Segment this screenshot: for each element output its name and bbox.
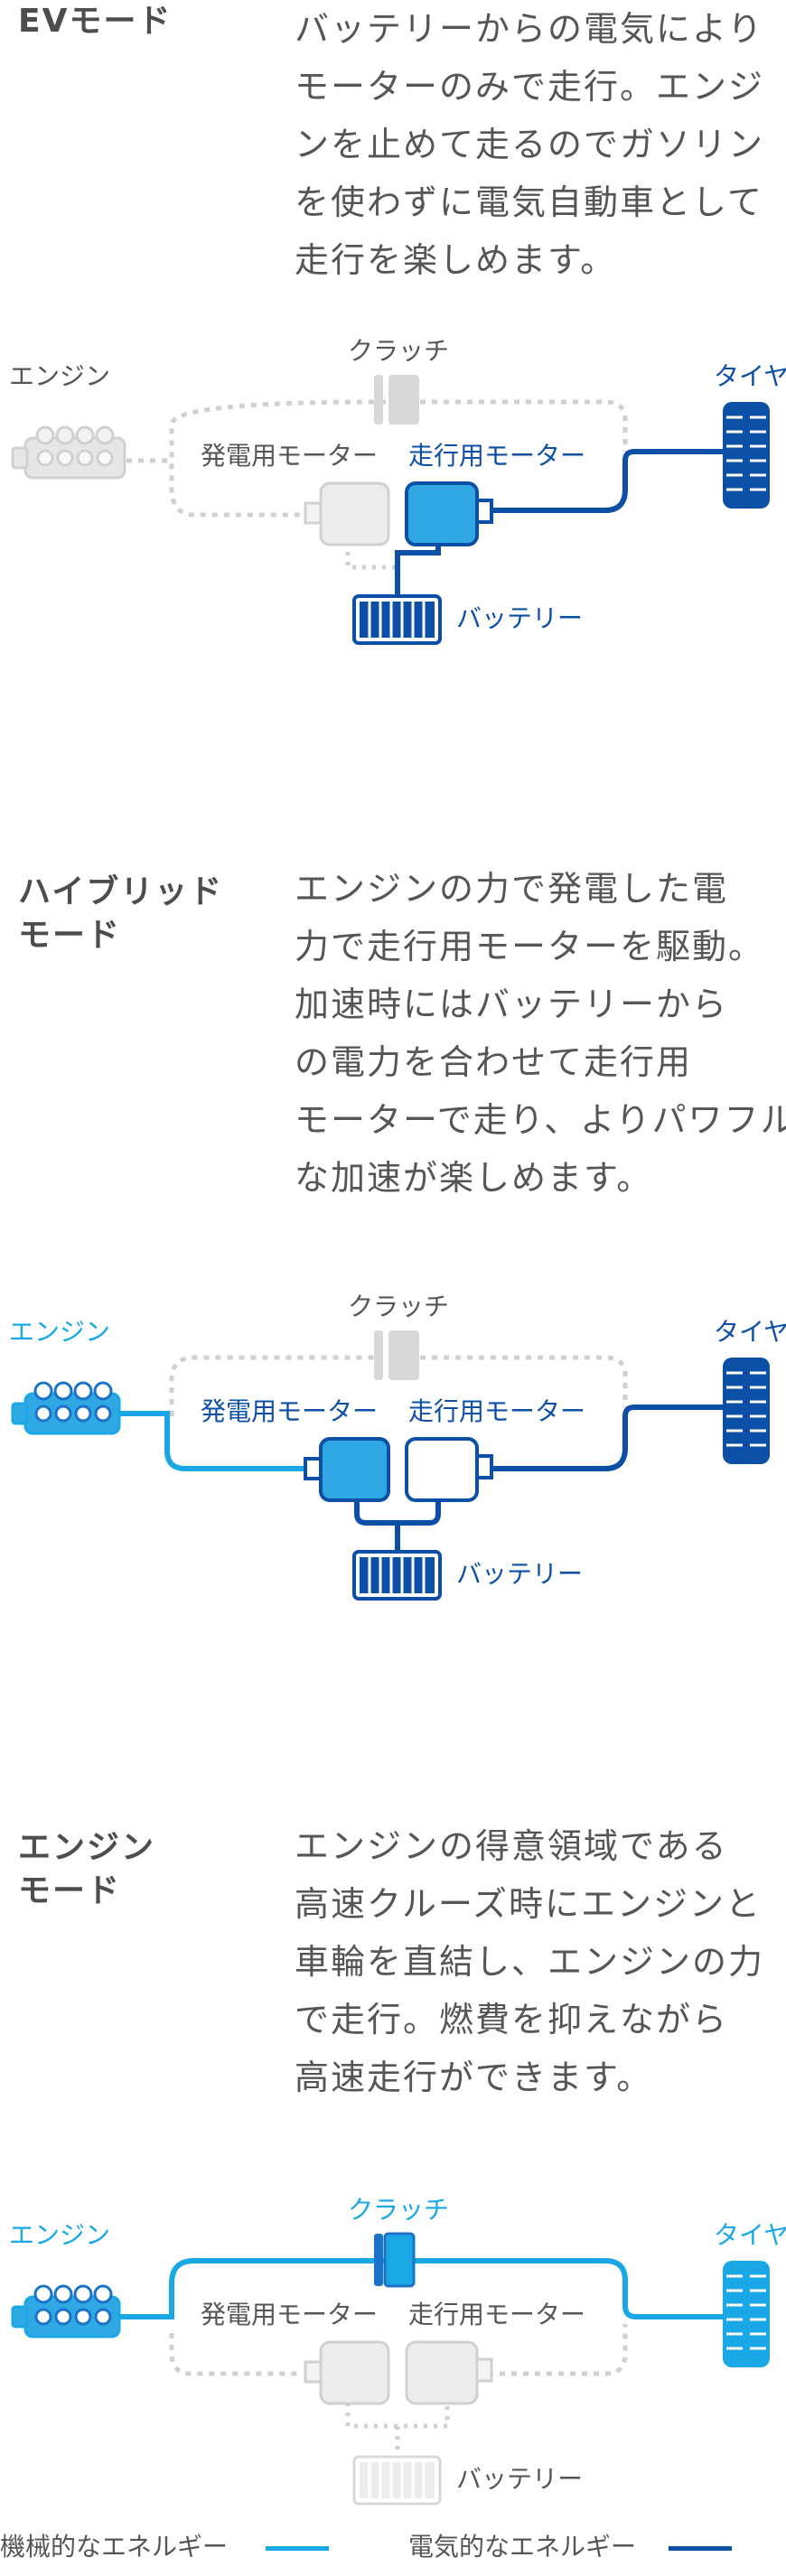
- generator-motor-icon: [304, 481, 390, 546]
- electric-path: [354, 1499, 441, 1526]
- inactive-path: [408, 1355, 628, 1407]
- inactive-path: [345, 2403, 450, 2429]
- description-line: エンジンの力で発電した電: [295, 869, 729, 909]
- mode-description: エンジンの得意領域である 高速クルーズ時にエンジンと 車輪を直結し、エンジンの力…: [295, 1817, 773, 2106]
- battery-label: バッテリー: [456, 1559, 584, 1589]
- description-line: を使わずに電気自動車として: [295, 182, 763, 222]
- mode-title-line: モード: [18, 1872, 122, 1909]
- legend-mechanical-swatch: [266, 2546, 329, 2551]
- legend-electric-label: 電気的なエネルギー: [408, 2532, 637, 2562]
- mode-title: エンジン モード: [18, 1826, 155, 1913]
- engine-mode-diagram: エンジン クラッチ タイヤ 発電用モーター 走行用モーター バッテリー: [0, 2193, 786, 2518]
- clutch-label: クラッチ: [348, 336, 450, 366]
- mechanical-path: [117, 1411, 316, 1471]
- drive-motor-icon: [405, 2340, 493, 2405]
- description-line: 力で走行用モーターを駆動。: [295, 927, 765, 966]
- description-line: 車輪を直結し、エンジンの力: [295, 1942, 765, 1982]
- engine-label: エンジン: [9, 1317, 111, 1347]
- tire-label: タイヤ: [714, 1317, 786, 1347]
- electric-path: [488, 449, 723, 513]
- description-line: バッテリーからの電気により: [295, 9, 764, 49]
- clutch-plate: [383, 2232, 416, 2288]
- tire-label: タイヤ: [714, 361, 786, 391]
- description-line: 走行を楽しめます。: [295, 240, 617, 280]
- tire-label: タイヤ: [714, 2220, 786, 2250]
- ev-powertrain-diagram: [11, 375, 770, 645]
- description-line: モーターのみで走行。エンジ: [295, 67, 765, 107]
- clutch-label: クラッチ: [348, 2195, 450, 2225]
- inactive-path: [408, 399, 628, 452]
- drive-motor-icon: [405, 1437, 493, 1502]
- description-line: ンを止めて走るのでガソリン: [295, 125, 765, 164]
- inactive-path: [169, 399, 398, 518]
- battery-icon: [352, 2455, 442, 2506]
- drive-motor-icon: [405, 481, 493, 546]
- engine-label: エンジン: [9, 361, 111, 391]
- clutch-plate: [374, 1330, 383, 1380]
- clutch-plate: [374, 2234, 383, 2286]
- generator-label: 発電用モーター: [201, 441, 379, 471]
- clutch-plate: [374, 375, 383, 425]
- description-line: モーターで走り、よりパワフル: [295, 1100, 786, 1140]
- description-line: な加速が楽しめます。: [295, 1158, 653, 1198]
- drive-motor-label: 走行用モーター: [408, 441, 586, 471]
- engine-label: エンジン: [9, 2220, 111, 2250]
- description-line: 高速走行ができます。: [295, 2058, 653, 2097]
- mode-title-line: EVモード: [18, 3, 173, 40]
- drive-motor-label: 走行用モーター: [408, 2300, 586, 2329]
- mode-title-line: ハイブリッド: [18, 873, 224, 910]
- ev-mode-diagram: エンジン クラッチ タイヤ 発電用モーター 走行用モーター バッテリー: [0, 334, 786, 659]
- mode-description: エンジンの力で発電した電 力で走行用モーターを駆動。 加速時にはバッテリーから …: [295, 860, 786, 1207]
- battery-icon: [352, 594, 442, 645]
- engine-icon: [11, 425, 126, 480]
- clutch-plate: [388, 375, 419, 425]
- tire-icon: [723, 1358, 770, 1464]
- generator-label: 発電用モーター: [201, 2300, 379, 2329]
- description-line: エンジンの得意領域である: [295, 1826, 728, 1866]
- mode-title: ハイブリッド モード: [18, 871, 223, 957]
- hybrid-mode-diagram: エンジン クラッチ タイヤ 発電用モーター 走行用モーター バッテリー: [0, 1290, 786, 1615]
- mode-title: EVモード: [18, 0, 172, 43]
- description-line: 加速時にはバッテリーから: [295, 985, 729, 1024]
- mode-title-line: モード: [18, 917, 122, 954]
- generator-motor-icon: [304, 2340, 390, 2405]
- description-line: で走行。燃費を抑えながら: [295, 2000, 729, 2039]
- clutch-label: クラッチ: [348, 1292, 450, 1321]
- battery-label: バッテリー: [456, 603, 584, 633]
- hybrid-powertrain-diagram: [11, 1330, 770, 1601]
- legend-mechanical-label: 機械的なエネルギー: [0, 2532, 229, 2562]
- inactive-path: [169, 2333, 303, 2376]
- generator-label: 発電用モーター: [201, 1396, 379, 1426]
- description-line: 高速クルーズ時にエンジンと: [295, 1884, 762, 1924]
- engine-icon: [11, 1381, 121, 1435]
- inactive-path: [169, 1355, 379, 1416]
- tire-icon: [723, 402, 770, 509]
- mode-description: バッテリーからの電気により モーターのみで走行。エンジ ンを止めて走るのでガソリ…: [295, 0, 773, 289]
- battery-label: バッテリー: [456, 2464, 584, 2494]
- electric-path: [488, 1405, 723, 1471]
- mode-title-line: エンジン: [18, 1829, 156, 1866]
- energy-legend: 機械的なエネルギー 電気的なエネルギー: [0, 2531, 786, 2567]
- legend-electric-swatch: [669, 2546, 732, 2551]
- battery-icon: [352, 1550, 442, 1601]
- generator-motor-icon: [304, 1437, 390, 1502]
- inactive-path: [488, 2324, 628, 2376]
- description-line: の電力を合わせて走行用: [295, 1042, 693, 1082]
- drive-motor-label: 走行用モーター: [408, 1396, 586, 1426]
- mechanical-path: [117, 2258, 723, 2319]
- engine-powertrain-diagram: [11, 2232, 770, 2506]
- tire-icon: [723, 2261, 770, 2367]
- clutch-plate: [388, 1330, 419, 1380]
- engine-icon: [11, 2284, 121, 2338]
